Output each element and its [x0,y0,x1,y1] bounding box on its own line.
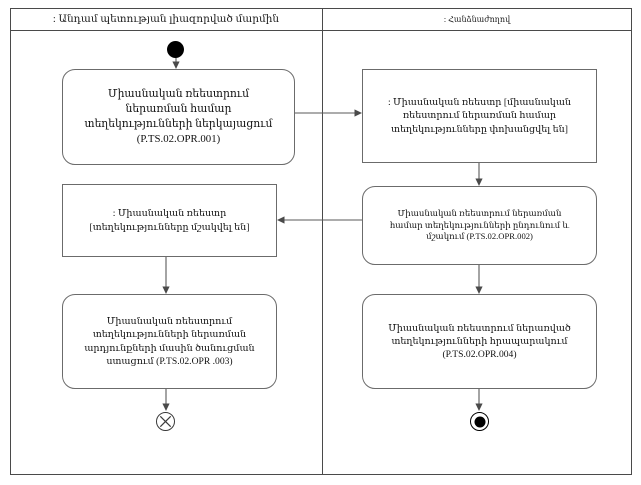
action-node-opr-001-label: Միասնական ռեեստրում ներառման համար տեղեկ… [84,88,273,145]
object-node-register-processed-label: : Միասնական ռեեստր [տեղեկությունները մշա… [89,208,250,233]
action-node-opr-004[interactable]: Միասնական ռեեստրում ներառված տեղեկությու… [362,294,597,389]
swimlane-divider [322,8,323,475]
swimlane-header-row: : Անդամ պետության լիազորված մարմին : Հան… [10,8,632,31]
flow-final-node[interactable] [156,412,175,431]
action-node-opr-002[interactable]: Միասնական ռեեստրում ներառման համար տեղեկ… [362,186,597,265]
action-node-opr-001[interactable]: Միասնական ռեեստրում ներառման համար տեղեկ… [62,69,295,165]
flow-final-cross-icon [159,415,172,428]
activity-final-node[interactable] [470,412,489,431]
object-node-register-transferred-label: : Միասնական ռեեստր [միասնական ռեեստրում … [387,97,572,135]
action-node-opr-003[interactable]: Միասնական ռեեստրում տեղեկությունների ներ… [62,294,277,389]
initial-node[interactable] [167,41,184,58]
action-node-opr-004-label: Միասնական ռեեստրում ներառված տեղեկությու… [388,322,571,361]
object-node-register-processed[interactable]: : Միասնական ռեեստր [տեղեկությունները մշա… [62,184,277,257]
object-node-register-transferred[interactable]: : Միասնական ռեեստր [միասնական ռեեստրում … [362,69,597,163]
action-node-opr-003-label: Միասնական ռեեստրում տեղեկությունների ներ… [84,316,255,367]
action-node-opr-002-label: Միասնական ռեեստրում ներառման համար տեղեկ… [389,207,570,242]
swimlane-header-commission: : Հանձնաժողով [443,15,511,24]
swimlane-header-authority: : Անդամ պետության լիազորված մարմին [52,14,280,25]
